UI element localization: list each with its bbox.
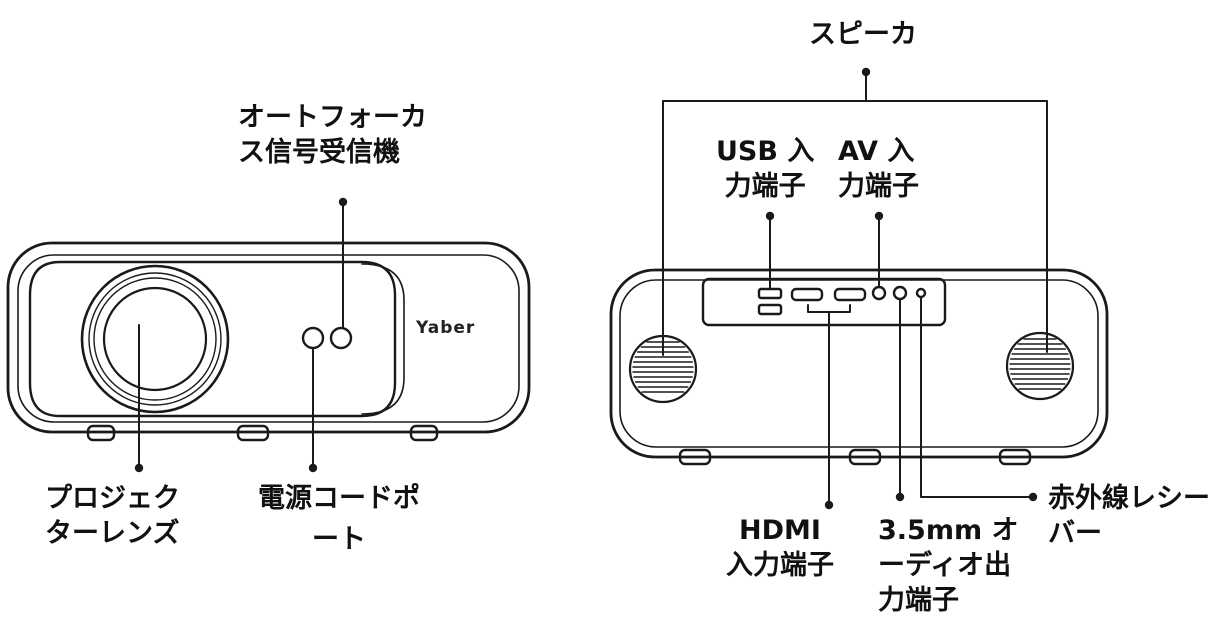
hdmi-port-2 [833,287,867,302]
power-port-label: 電源コードポ ート [258,483,420,555]
autofocus-callout-dot [338,197,348,207]
speaker-grille-right [1005,331,1075,401]
projector-back-view [609,71,1109,506]
lens-callout-dot [134,463,144,473]
hdmi-port-1 [790,287,824,302]
port-panel [701,277,947,327]
usb-input-label: USB 入 力端子 [716,136,815,202]
hdmi-bracket [807,304,851,313]
ir-callout-line [920,296,1034,498]
projector-front-view [6,201,531,469]
front-body-inner [17,254,520,423]
power-port-circle [301,326,325,350]
speaker-callout-bracket [662,100,1048,356]
front-face-plate [28,260,397,418]
ir-receiver-label: 赤外線レシー バー [1048,483,1210,549]
projector-lens-ring-middle [88,272,222,406]
brand-logo: Yaber [416,318,476,338]
speaker-callout-dot [861,67,871,77]
projector-lens-glass [102,286,208,392]
ir-receiver [915,287,927,299]
autofocus-sensor-circle [329,326,353,350]
audio-output-jack [892,285,908,301]
audio-output-label: 3.5mm オ ーディオ出 力端子 [878,515,1019,616]
projector-lens-ring-inner [93,277,217,401]
ir-callout-dot [1028,492,1038,502]
hdmi-callout-dot [824,500,834,510]
power-callout-dot [308,463,318,473]
back-body-outer [609,268,1109,459]
av-callout-dot [874,211,884,221]
projector-lens-label: プロジェク ターレンズ [45,483,180,549]
speaker-label: スピーカ [809,19,917,50]
front-body-outer [6,241,531,434]
projector-lens-ring-outer [80,264,230,414]
audio-callout-dot [895,492,905,502]
front-plate-bevel [361,263,405,415]
autofocus-label: オートフォーカ ス信号受信機 [238,102,427,168]
av-input-jack [871,285,887,301]
usb-callout-dot [765,211,775,221]
av-input-label: AV 入 力端子 [838,136,919,202]
usb-port-bottom [757,303,783,316]
hdmi-input-label: HDMI 入力端子 [726,515,834,581]
usb-port-top [757,287,783,300]
